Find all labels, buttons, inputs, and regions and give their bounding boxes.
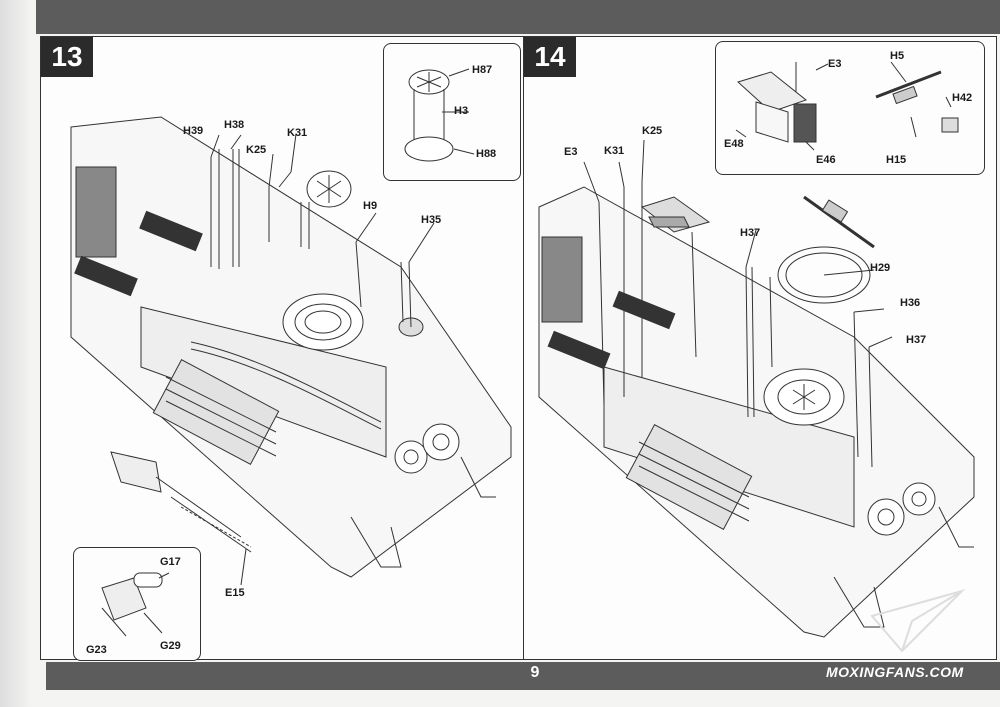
detail-inset-drawing — [735, 61, 959, 151]
part-label-h35: H35 — [421, 214, 442, 226]
step-13-bracket-inset: G17 G23 G29 — [73, 547, 201, 661]
hatch-inset-drawing — [404, 68, 475, 162]
top-header-bar — [36, 0, 1000, 34]
page-binding-edge — [0, 0, 40, 707]
step-14-detail-inset: E3 E48 E46 H5 H42 H15 — [715, 41, 985, 175]
step-14-panel: 14 — [523, 36, 997, 660]
part-label-h9: H9 — [363, 200, 378, 212]
part-label-g23: G23 — [86, 644, 107, 656]
watermark-logo-icon — [870, 589, 966, 653]
part-label-e3: E3 — [564, 146, 578, 158]
watermark-text: MOXINGFANS.COM — [826, 664, 964, 680]
page-number: 9 — [530, 664, 540, 681]
step-13-panel: 13 — [40, 36, 528, 661]
part-label-h37-upper: H37 — [740, 227, 761, 239]
step-14-hull-drawing — [538, 139, 975, 638]
part-label-h87: H87 — [472, 64, 493, 76]
part-label-h36: H36 — [900, 297, 921, 309]
part-label-g29: G29 — [160, 640, 181, 652]
part-label-k31: K31 — [287, 127, 308, 139]
step-number-badge: 14 — [524, 37, 576, 77]
part-label-h15: H15 — [886, 154, 907, 166]
part-label-k31: K31 — [604, 145, 625, 157]
part-label-k25: K25 — [246, 144, 267, 156]
step-13-hull-drawing — [70, 116, 512, 586]
step-13-hatch-inset: H87 H3 H88 — [383, 43, 521, 181]
part-label-h88: H88 — [476, 148, 497, 160]
part-label-h38: H38 — [224, 119, 245, 131]
part-label-h5: H5 — [890, 50, 905, 62]
part-label-e48: E48 — [724, 138, 744, 150]
part-label-k25: K25 — [642, 125, 663, 137]
part-label-h29: H29 — [870, 262, 891, 274]
part-label-h3: H3 — [454, 105, 469, 117]
part-label-g17: G17 — [160, 556, 181, 568]
bottom-footer-bar — [46, 662, 1000, 690]
part-label-e15: E15 — [225, 587, 245, 599]
bracket-inset-drawing — [101, 572, 170, 637]
part-label-h37-lower: H37 — [906, 334, 927, 346]
part-label-h39: H39 — [183, 125, 204, 137]
part-label-h42: H42 — [952, 92, 973, 104]
part-label-e46: E46 — [816, 154, 836, 166]
step-number-badge: 13 — [41, 37, 93, 77]
part-label-e3-inset: E3 — [828, 58, 842, 70]
